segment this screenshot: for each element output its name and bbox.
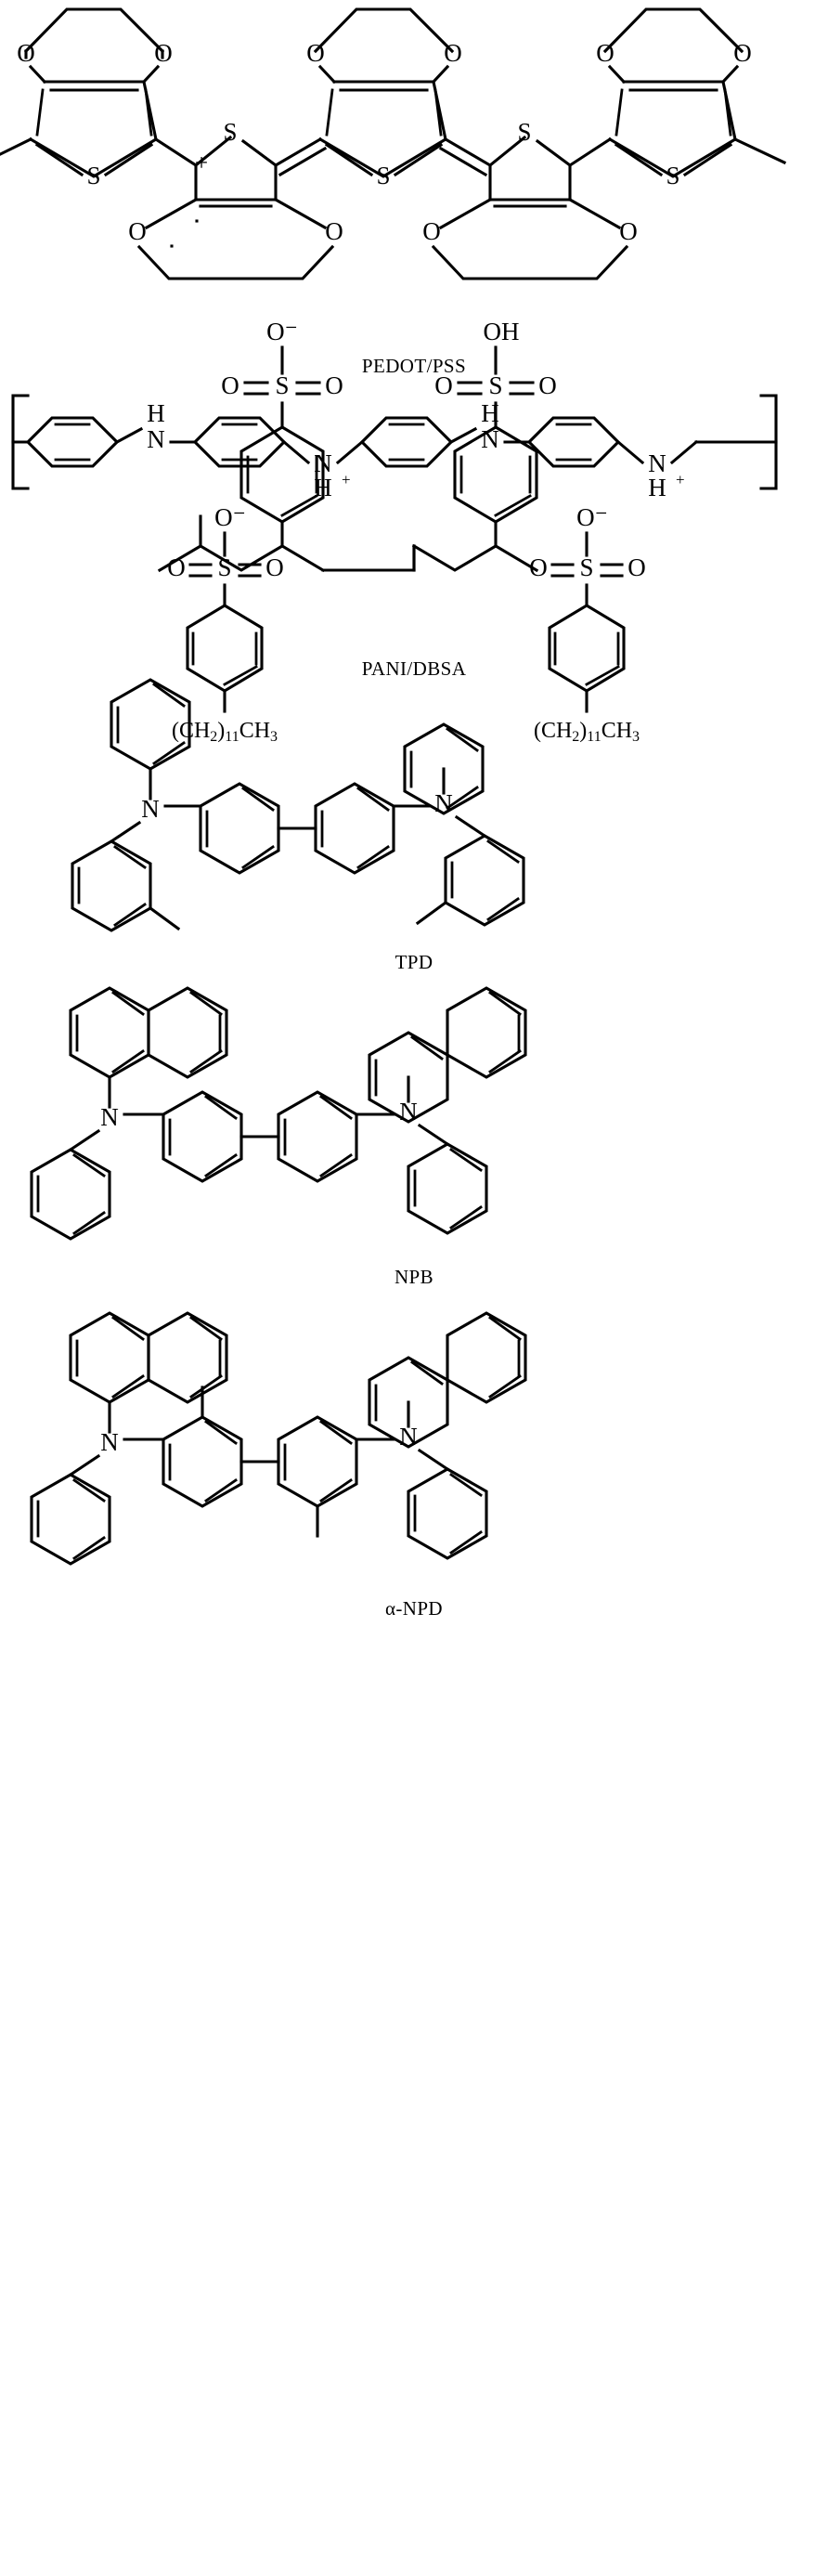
atom-label-n: N (100, 1428, 119, 1456)
atom-label-s: S (275, 371, 289, 399)
atom-label-o: O (619, 217, 638, 245)
npb-drawing: N N (30, 986, 527, 1241)
atom-label-o: O (306, 39, 325, 67)
atom-label-o: O (325, 217, 343, 245)
charge-label-plus: + (342, 471, 351, 488)
atom-label-n: N (648, 449, 666, 477)
structure-pedot-pss: O O S + S (0, 0, 828, 573)
atom-label-o: O (538, 371, 557, 399)
atom-label-h: H (314, 474, 332, 501)
caption-npb: NPB (394, 1266, 434, 1288)
alpha-npd-drawing: N N (30, 1311, 527, 1566)
atom-label-n: N (100, 1103, 119, 1131)
atom-label-h: H (481, 399, 499, 427)
structure-tpd: N N (0, 678, 828, 984)
caption-pani-dbsa: PANI/DBSA (361, 657, 467, 680)
atom-label-o: O (17, 39, 35, 67)
caption-alpha-npd: α-NPD (384, 1597, 443, 1620)
structure-npb: N N (0, 984, 828, 1300)
atom-label-h: H (147, 399, 165, 427)
atom-label-o: O (128, 217, 147, 245)
atom-label-o-minus: O⁻ (214, 503, 246, 531)
alkyl-chain-label: (CH2)11CH3 (534, 719, 640, 745)
atom-label-s: S (223, 118, 237, 146)
atom-label-h: H (648, 474, 666, 501)
atom-label-o: O (422, 217, 441, 245)
charge-label-plus: + (676, 471, 685, 488)
atom-label-s: S (376, 162, 390, 189)
structure-pani-dbsa: H N N H + H N N H (0, 388, 828, 745)
pani-dbsa-drawing: H N N H + H N N H (11, 394, 778, 745)
caption-pedot-pss: PEDOT/PSS (361, 355, 467, 377)
atom-label-o: O (325, 371, 343, 399)
atom-label-n: N (147, 425, 165, 453)
atom-label-o: O (733, 39, 752, 67)
atom-label-o: O (529, 553, 548, 581)
tpd-drawing: N N (71, 678, 525, 932)
atom-label-s: S (488, 371, 502, 399)
atom-label-o: O (265, 553, 284, 581)
atom-label-o: O (444, 39, 462, 67)
atom-label-s: S (517, 118, 531, 146)
atom-label-oh: OH (484, 318, 520, 345)
atom-label-o-minus: O⁻ (576, 503, 608, 531)
alkyl-chain-label: (CH2)11CH3 (172, 719, 278, 745)
atom-label-o-minus: O⁻ (266, 318, 298, 345)
atom-label-o: O (434, 371, 453, 399)
atom-label-o: O (596, 39, 615, 67)
atom-label-n: N (314, 449, 332, 477)
atom-label-n: N (481, 425, 499, 453)
caption-tpd: TPD (395, 951, 433, 973)
structure-alpha-npd: N N (0, 1300, 828, 1634)
pedot-pss-drawing: O O S + S (0, 7, 787, 280)
atom-label-o: O (221, 371, 239, 399)
atom-label-s: S (579, 553, 593, 581)
atom-label-s: S (666, 162, 679, 189)
atom-label-s: S (86, 162, 100, 189)
atom-label-o: O (167, 553, 186, 581)
atom-label-n: N (141, 795, 160, 823)
atom-label-o: O (154, 39, 173, 67)
atom-label-o: O (627, 553, 646, 581)
atom-label-s: S (217, 553, 231, 581)
